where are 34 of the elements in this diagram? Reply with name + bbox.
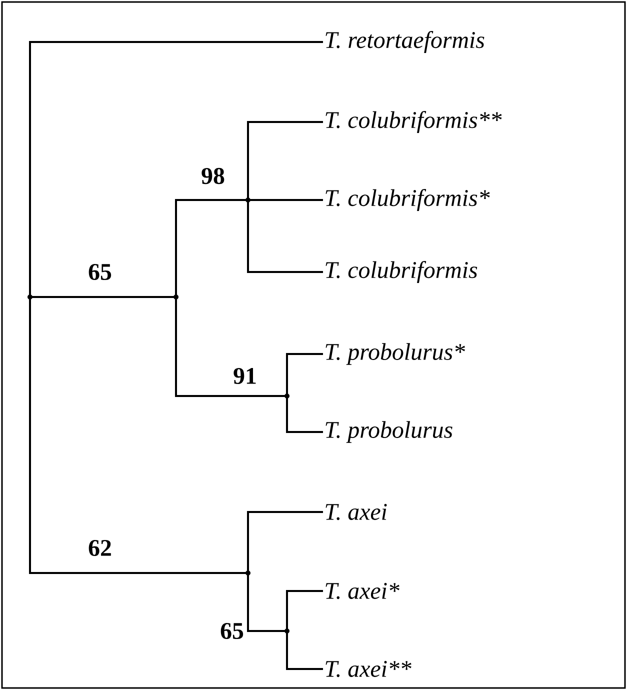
branch-point [284,394,290,398]
branch-point [246,570,250,576]
bootstrap-value: 62 [88,540,111,556]
taxon-label: T. axei* [326,582,400,600]
branch-point [246,198,250,202]
bootstrap-value: 65 [88,264,112,280]
tree-branch [30,296,176,298]
taxon-label: T. retortaeformis [326,31,484,53]
tree-branch [247,200,323,273]
tree-branch [175,199,248,297]
taxon-label: T. colubriformis* [326,189,490,211]
taxon-label: T. axei** [326,660,412,678]
tree-branch [248,199,323,201]
tree-branch [29,41,323,297]
taxon-label: T. probolurus* [326,343,465,365]
tree-branch [175,297,287,397]
bootstrap-value: 91 [234,368,256,384]
taxon-label: T. colubriformis [326,261,478,283]
bootstrap-value: 65 [220,622,244,640]
tree-branch [29,297,248,574]
tree-branch [286,590,323,631]
taxon-label: T. colubriformis** [326,111,502,133]
branch-point [28,294,32,300]
tree-branch [247,511,323,573]
taxon-label: T. probolurus [326,421,452,443]
tree-branch [286,353,323,396]
tree-branch [286,396,323,433]
tree-branch [247,121,323,200]
branch-point [284,628,290,634]
branch-point [174,294,178,300]
tree-branch [286,631,323,670]
tree-branch [247,573,287,632]
taxon-label: T. axei [326,504,387,520]
bootstrap-value: 98 [202,168,224,184]
